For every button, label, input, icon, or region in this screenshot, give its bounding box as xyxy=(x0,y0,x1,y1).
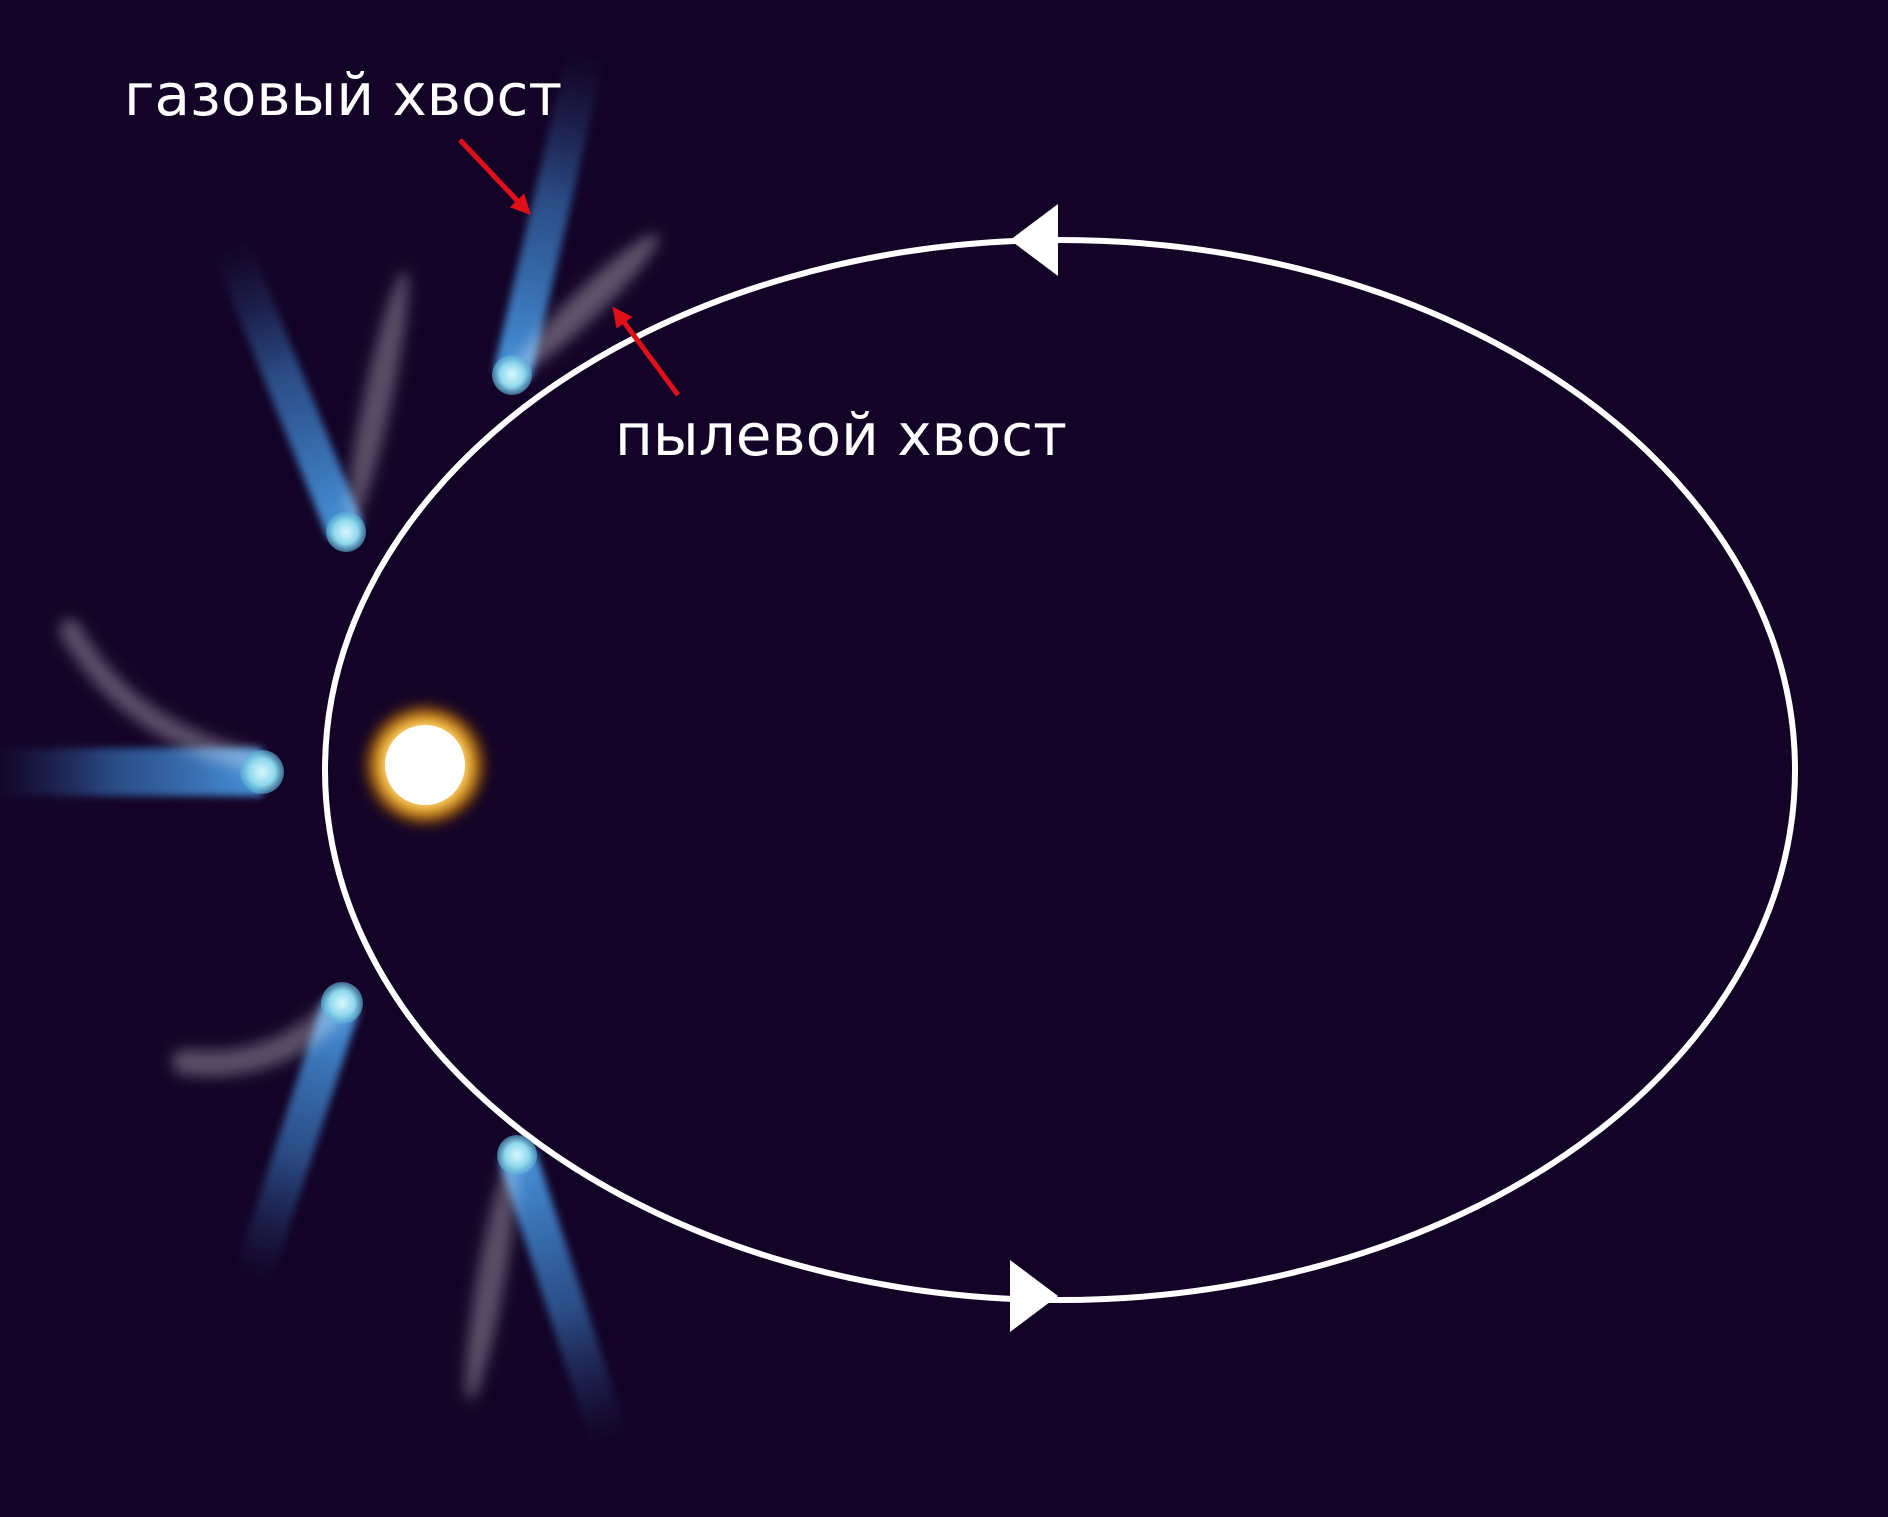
dust-tail xyxy=(465,1155,517,1402)
orbit-direction-arrow-bottom xyxy=(1010,1260,1058,1332)
orbit-ellipse xyxy=(322,237,1798,1303)
dust-tail xyxy=(172,1002,343,1077)
comet-4 xyxy=(172,982,363,1285)
dust-tail xyxy=(59,619,261,771)
comet-2 xyxy=(212,237,409,552)
dust-tail xyxy=(513,233,660,375)
orbit-direction-arrow-top xyxy=(1010,204,1058,276)
comet-5 xyxy=(465,1135,628,1447)
comet-head xyxy=(326,512,366,552)
dust-tail-label: пылевой хвост xyxy=(615,401,1067,469)
gas-tail-label: газовый хвост xyxy=(124,61,562,129)
gas-tail xyxy=(493,49,605,380)
gas-tail xyxy=(234,997,361,1285)
gas-tail-pointer-arrow xyxy=(458,138,531,215)
dust-tail-pointer-arrow xyxy=(612,306,681,397)
sun xyxy=(363,703,487,827)
comet-3 xyxy=(0,619,284,796)
comet-1 xyxy=(492,49,660,395)
comet-head xyxy=(497,1135,537,1175)
comet-head xyxy=(321,982,363,1024)
gas-tail xyxy=(498,1149,628,1447)
comet-head xyxy=(492,355,532,395)
gas-tail xyxy=(212,237,364,540)
dust-tail xyxy=(347,270,409,525)
comet-head xyxy=(240,750,284,794)
